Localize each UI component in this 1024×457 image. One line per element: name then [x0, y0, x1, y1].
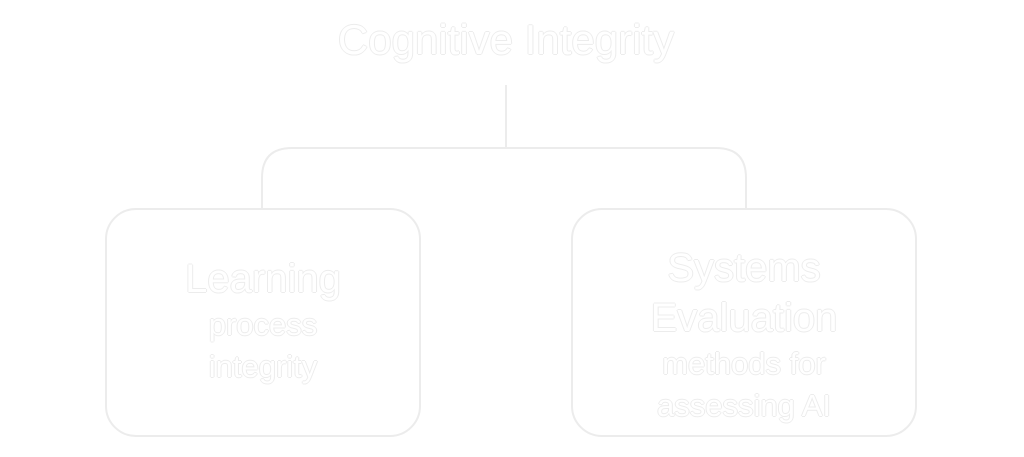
node-box-learning — [105, 208, 421, 437]
node-subtext: assessing AI — [656, 388, 832, 423]
node-heading: Evaluation — [650, 296, 838, 340]
node-subtext: integrity — [208, 349, 318, 384]
node-systems-evaluation: Systems Evaluation methods for assessing… — [572, 240, 916, 430]
node-learning: Learning process integrity — [106, 246, 420, 396]
node-heading: Learning — [185, 257, 341, 301]
branch-connector — [261, 147, 747, 210]
diagram-title: Cognitive Integrity — [337, 16, 675, 63]
node-box-systems — [571, 208, 917, 437]
node-heading: Systems — [667, 246, 821, 290]
node-subtext: methods for — [662, 346, 826, 381]
node-subtext: process — [208, 307, 318, 342]
